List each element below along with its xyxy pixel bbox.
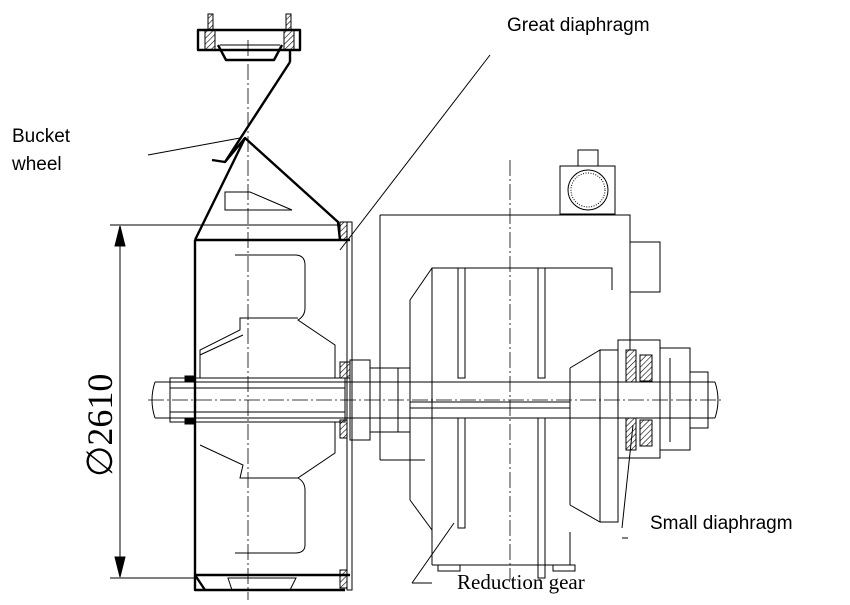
reduction-gear-label: Reduction gear [457,570,585,594]
main-shaft [148,40,722,600]
bucket-wheel-body [169,240,350,592]
bucket-wheel-label-line2: wheel [11,154,62,175]
reduction-gear-part [409,267,619,579]
great-diaphragm-part [339,221,411,591]
great-diaphragm-label: Great diaphragm [507,15,650,36]
bucket-wheel-label-line1: Bucket [12,126,71,147]
diameter-dimension [110,224,340,579]
leader-lines [147,54,634,584]
small-diaphragm-part [617,339,709,459]
small-diaphragm-label: Small diaphragm [650,513,793,534]
top-bracket [196,13,302,62]
gearbox-housing [379,149,661,461]
bucket-body [193,61,350,242]
diameter-label: ∅2610 [80,374,120,477]
